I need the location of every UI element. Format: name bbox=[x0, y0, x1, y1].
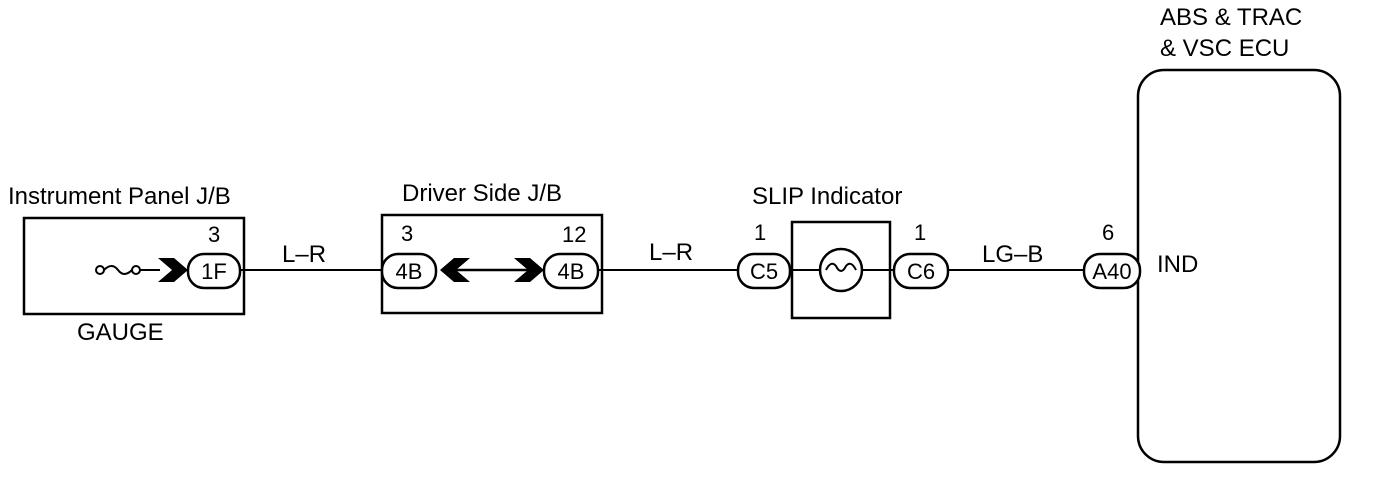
connector-a40-label: A40 bbox=[1092, 259, 1131, 284]
wire-3-label: LG–B bbox=[982, 241, 1043, 268]
wire-2-label: L–R bbox=[649, 239, 693, 266]
right-chevron-icon bbox=[514, 258, 544, 282]
connector-c6-label: C6 bbox=[907, 259, 935, 284]
connector-4b-left-label: 4B bbox=[396, 259, 423, 284]
connector-c5-label: C5 bbox=[750, 259, 778, 284]
connector-4b-right-label: 4B bbox=[558, 259, 585, 284]
connector-4b-left bbox=[380, 252, 438, 290]
slip-left-pin: 1 bbox=[754, 220, 766, 245]
connector-chevron-icon bbox=[158, 258, 188, 282]
lamp-icon bbox=[818, 247, 864, 293]
slip-right-pin: 1 bbox=[914, 220, 926, 245]
ecu-terminal-label: IND bbox=[1157, 251, 1198, 278]
driver-side-jb: Driver Side J/B 3 4B 12 4B bbox=[380, 180, 604, 315]
wire-1-label: L–R bbox=[282, 241, 326, 268]
instrument-panel-box bbox=[22, 216, 246, 316]
instrument-panel-title: Instrument Panel J/B bbox=[8, 183, 231, 210]
instrument-panel-jb: Instrument Panel J/B GAUGE 3 1F bbox=[8, 183, 246, 346]
ecu-connector: 6 A40 bbox=[1082, 220, 1142, 290]
connector-a40 bbox=[1082, 252, 1142, 290]
ecu-connector-pin: 6 bbox=[1102, 220, 1114, 245]
instrument-panel-pin: 3 bbox=[208, 222, 220, 247]
ecu-title-line1: ABS & TRAC bbox=[1160, 4, 1302, 31]
connector-1f-label: 1F bbox=[201, 259, 227, 284]
slip-indicator-title: SLIP Indicator bbox=[752, 183, 902, 210]
driver-side-left-pin: 3 bbox=[401, 221, 413, 246]
fuse-icon bbox=[95, 265, 160, 275]
left-chevron-icon bbox=[440, 258, 470, 282]
ecu-title-line2: & VSC ECU bbox=[1160, 35, 1289, 62]
driver-side-right-pin: 12 bbox=[562, 222, 586, 247]
gauge-label: GAUGE bbox=[77, 319, 164, 346]
ecu-block: ABS & TRAC & VSC ECU IND bbox=[1136, 4, 1342, 464]
slip-indicator: SLIP Indicator 1 C5 1 C6 bbox=[736, 183, 950, 320]
driver-side-title: Driver Side J/B bbox=[402, 180, 562, 207]
